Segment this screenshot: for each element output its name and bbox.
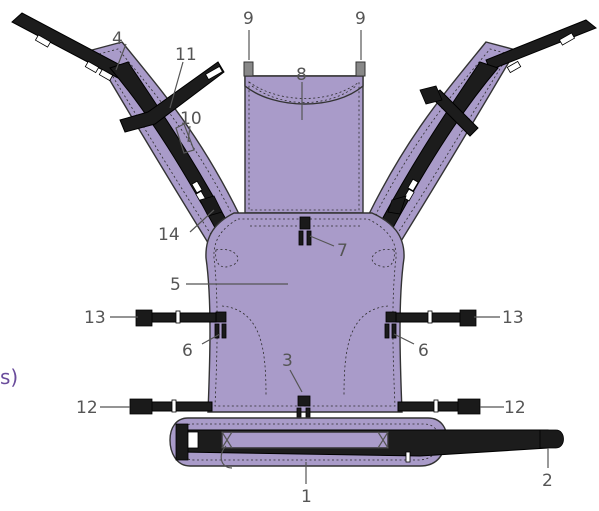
label-10: 10: [180, 109, 202, 129]
label-8: 8: [296, 65, 307, 85]
lower-side-strap-left: [129, 398, 213, 415]
right-shoulder-hardware: [387, 32, 576, 215]
upper-side-strap-right: [395, 309, 477, 327]
label-12-right: 12: [504, 398, 526, 418]
label-6-right: 6: [418, 341, 429, 361]
label-1: 1: [301, 487, 312, 507]
label-13-left: 13: [84, 308, 106, 328]
label-12-left: 12: [76, 398, 98, 418]
body-panel: [205, 212, 405, 413]
label-2: 2: [542, 471, 553, 491]
edge-text: s): [0, 365, 18, 389]
lower-side-strap-right: [397, 398, 481, 415]
label-7: 7: [337, 241, 348, 261]
left-shoulder-hardware: [34, 34, 223, 217]
lower-center-buckle: [296, 395, 311, 423]
waist-belt: [169, 417, 564, 469]
headrest-snap-left: [243, 61, 254, 77]
headrest-snap-right: [355, 61, 366, 77]
label-4: 4: [112, 29, 123, 49]
label-6-left: 6: [182, 341, 193, 361]
headrest-panel: [244, 75, 364, 214]
label-9-left: 9: [243, 9, 254, 29]
center-chest-buckle: [298, 216, 312, 246]
label-13-right: 13: [502, 308, 524, 328]
upper-side-strap-left: [135, 309, 217, 327]
label-9-right: 9: [355, 9, 366, 29]
label-3: 3: [282, 351, 293, 371]
label-11: 11: [175, 45, 197, 65]
leader-lines: [100, 30, 549, 484]
label-5: 5: [170, 275, 181, 295]
label-14: 14: [158, 225, 180, 245]
right-shoulder-strap: [367, 19, 597, 248]
